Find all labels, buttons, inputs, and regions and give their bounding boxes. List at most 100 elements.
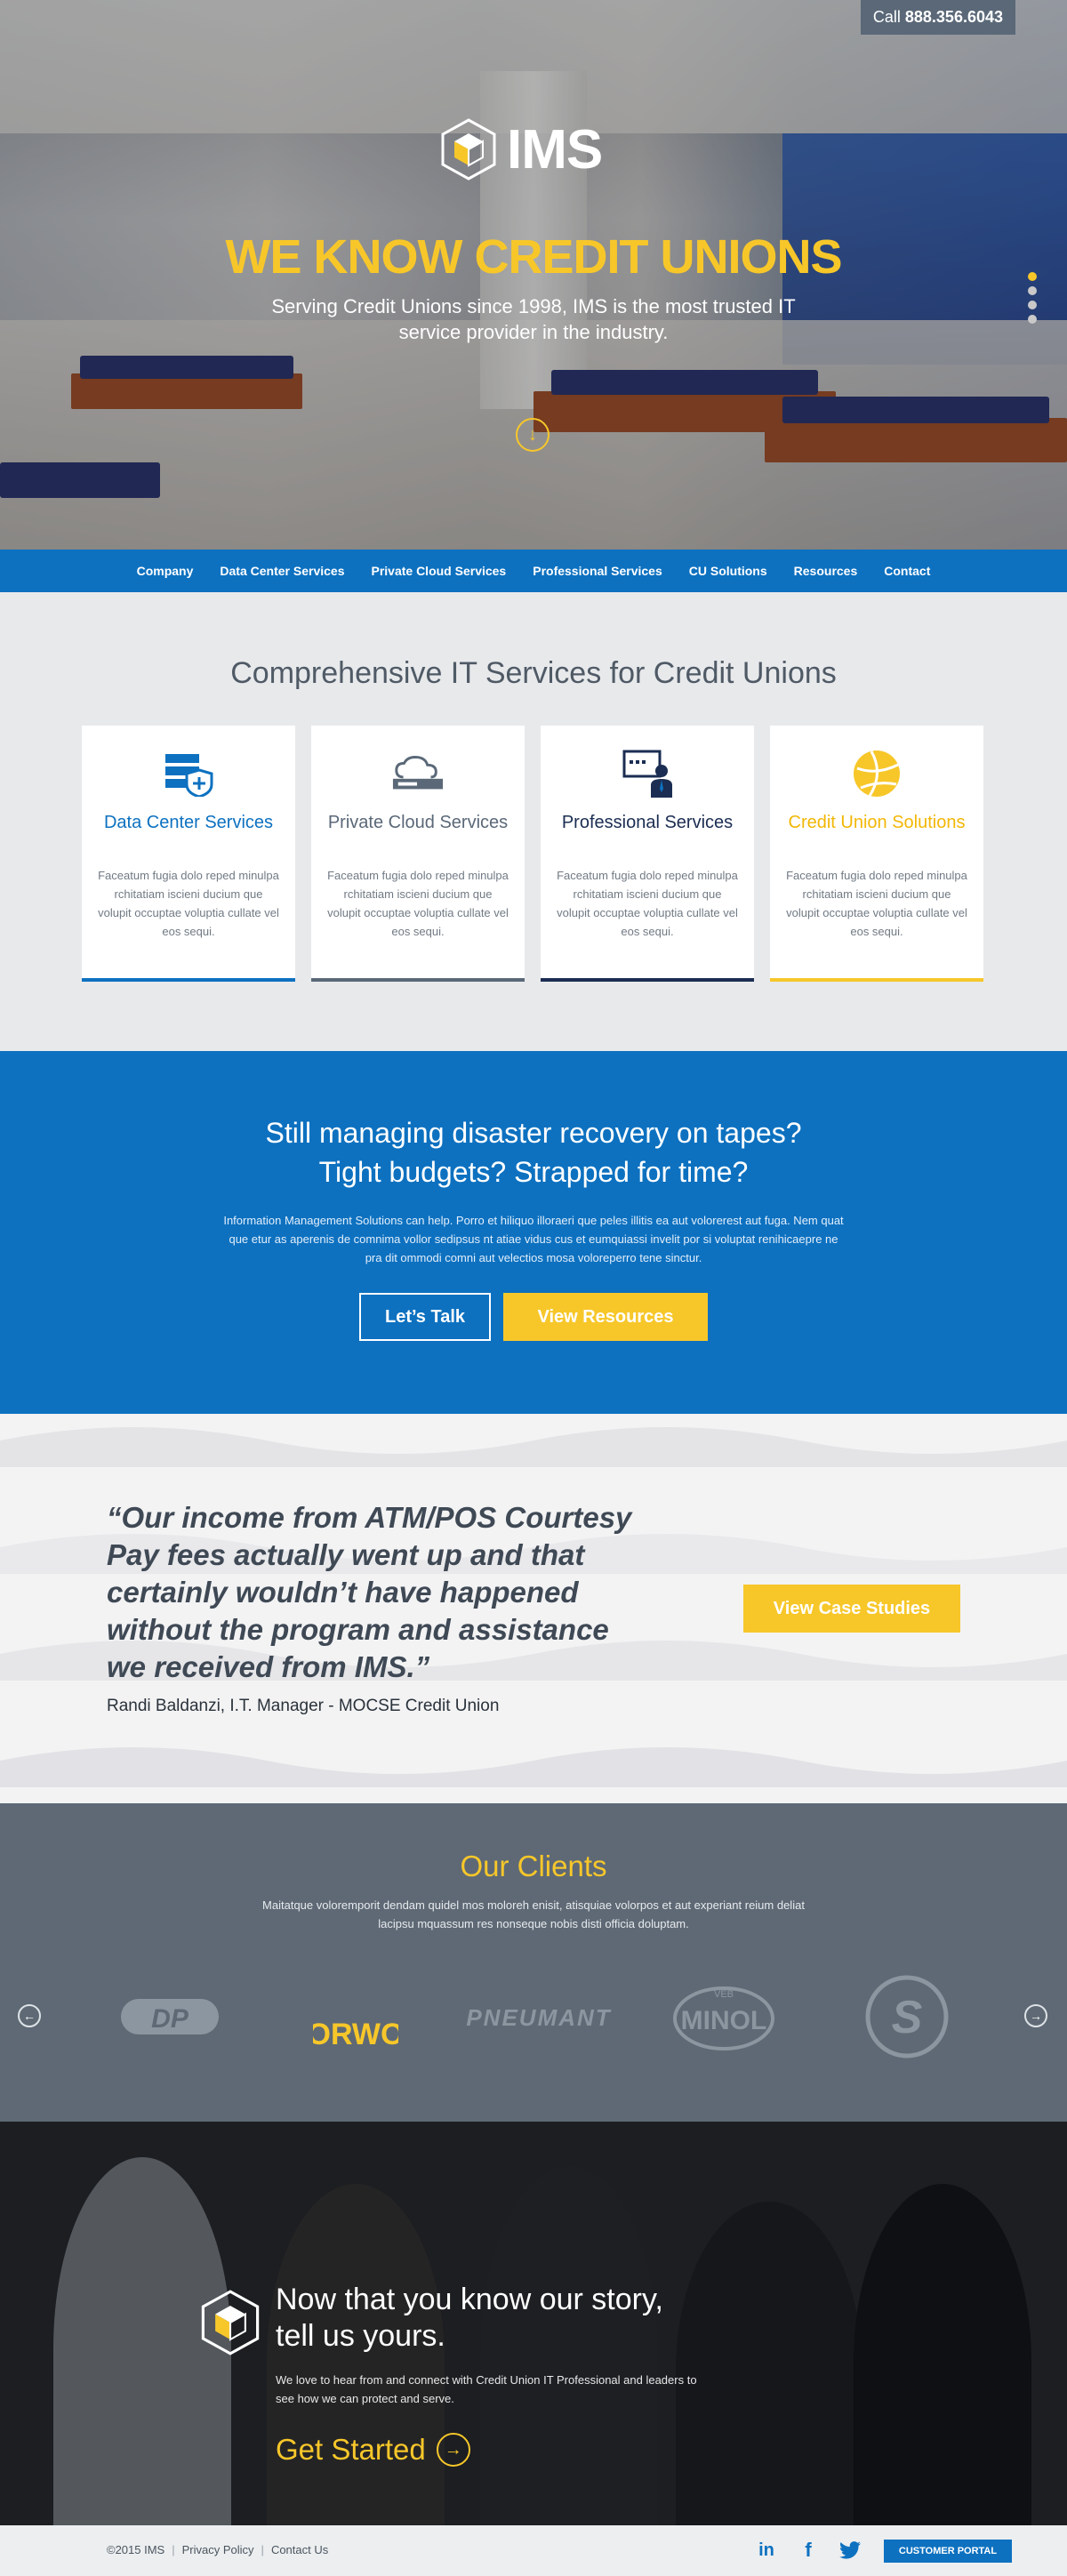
slider-dot[interactable] bbox=[1028, 286, 1037, 295]
testimonial-quote: “Our income from ATM/POS Courtesy Pay fe… bbox=[107, 1501, 632, 1683]
client-logo-text: PNEUMANT bbox=[466, 2004, 611, 2031]
client-logo-text: DP bbox=[151, 2004, 189, 2034]
logo-text: IMS bbox=[507, 118, 603, 181]
cta-title: Still managing disaster recovery on tape… bbox=[0, 1113, 1067, 1192]
copyright: ©2015 IMS bbox=[107, 2543, 165, 2556]
photo-person bbox=[676, 2202, 862, 2525]
photo-person bbox=[267, 2184, 445, 2525]
story-title-line-1: Now that you know our story, bbox=[276, 2283, 663, 2316]
hero-photo-bench bbox=[71, 373, 302, 409]
get-started-label: Get Started bbox=[276, 2433, 426, 2466]
nav-resources[interactable]: Resources bbox=[793, 564, 858, 578]
clients-title: Our Clients bbox=[460, 1850, 607, 1882]
nav-private-cloud-services[interactable]: Private Cloud Services bbox=[371, 564, 507, 578]
client-logo-text: S bbox=[892, 1992, 923, 2043]
hexagon-cube-icon bbox=[441, 118, 496, 181]
clients-body: Maitatque voloremporit dendam quidel mos… bbox=[262, 1898, 805, 1930]
story-body: We love to hear from and connect with Cr… bbox=[276, 2373, 697, 2405]
service-card-bar bbox=[770, 978, 983, 982]
divider: | bbox=[172, 2543, 175, 2556]
client-logo-dp: DP bbox=[114, 1972, 226, 2061]
lets-talk-button[interactable]: Let’s Talk bbox=[359, 1293, 491, 1341]
service-card-bar bbox=[82, 978, 295, 982]
service-card-professional[interactable]: Professional Services Faceatum fugia dol… bbox=[541, 726, 754, 982]
services-title: Comprehensive IT Services for Credit Uni… bbox=[230, 656, 837, 690]
facebook-icon[interactable]: f bbox=[805, 2539, 812, 2561]
story-section: Now that you know our story, tell us you… bbox=[0, 2122, 1067, 2525]
service-card-private-cloud[interactable]: Private Cloud Services Faceatum fugia do… bbox=[311, 726, 525, 982]
ims-logo[interactable]: IMS bbox=[439, 117, 603, 181]
customer-portal-button[interactable]: CUSTOMER PORTAL bbox=[884, 2540, 1012, 2563]
client-logo-small-text: VEB bbox=[714, 1989, 734, 2000]
service-card-title: Credit Union Solutions bbox=[788, 813, 966, 832]
hero-photo-column bbox=[480, 71, 587, 409]
slider-dot[interactable] bbox=[1028, 315, 1037, 324]
arrow-down-circle-icon[interactable]: ↓ bbox=[516, 418, 550, 452]
nav-contact[interactable]: Contact bbox=[884, 564, 931, 578]
call-prefix: Call bbox=[872, 8, 901, 26]
photo-person bbox=[854, 2184, 1031, 2525]
nav-data-center-services[interactable]: Data Center Services bbox=[220, 564, 345, 578]
story-title-line-2: tell us yours. bbox=[276, 2319, 445, 2353]
divider: | bbox=[261, 2543, 264, 2556]
service-card-data-center[interactable]: Data Center Services Faceatum fugia dolo… bbox=[82, 726, 295, 982]
slider-dot[interactable] bbox=[1028, 301, 1037, 309]
hexagon-cube-icon bbox=[199, 2289, 261, 2361]
footer-links: ©2015 IMS | Privacy Policy | Contact Us bbox=[107, 2543, 328, 2556]
wave-pattern bbox=[0, 1747, 1067, 1787]
client-logo-minol: VEB MINOL bbox=[669, 1972, 779, 2061]
clients-section: Our Clients Maitatque voloremporit denda… bbox=[0, 1803, 1067, 2122]
client-logo-orwo: ORWO bbox=[309, 1972, 402, 2061]
arrow-right-circle-icon[interactable]: → bbox=[1024, 2004, 1047, 2027]
client-logo-pneumant: PNEUMANT bbox=[441, 1972, 637, 2061]
hero-photo-seat bbox=[551, 370, 818, 395]
footer: ©2015 IMS | Privacy Policy | Contact Us … bbox=[0, 2525, 1067, 2576]
get-started-link[interactable]: Get Started → bbox=[276, 2433, 470, 2467]
nav-company[interactable]: Company bbox=[136, 564, 194, 578]
service-card-bar bbox=[311, 978, 525, 982]
cta-section: Still managing disaster recovery on tape… bbox=[0, 1051, 1067, 1414]
hero-photo-seat bbox=[80, 356, 293, 379]
hero-section: Call 888.356.6043 IMS WE KNOW CREDIT UNI… bbox=[0, 0, 1067, 550]
contact-us-link[interactable]: Contact Us bbox=[270, 2543, 329, 2556]
slider-dots bbox=[1028, 272, 1037, 324]
nav-cu-solutions[interactable]: CU Solutions bbox=[688, 564, 767, 578]
hero-subline: Serving Credit Unions since 1998, IMS is… bbox=[271, 295, 796, 343]
story-overlay bbox=[0, 2122, 1067, 2525]
cta-title-line-1: Still managing disaster recovery on tape… bbox=[265, 1117, 802, 1149]
client-logo-s: S bbox=[861, 1972, 953, 2061]
nav-professional-services[interactable]: Professional Services bbox=[533, 564, 662, 578]
wave-pattern bbox=[0, 1427, 1067, 1467]
hero-photo-seat bbox=[0, 462, 160, 498]
cta-body: Information Management Solutions can hel… bbox=[223, 1214, 844, 1264]
hero-photo-seat bbox=[782, 397, 1049, 423]
privacy-policy-link[interactable]: Privacy Policy bbox=[181, 2543, 254, 2556]
service-card-credit-union[interactable]: Credit Union Solutions Faceatum fugia do… bbox=[770, 726, 983, 982]
client-logo-text: ORWO bbox=[313, 2018, 398, 2048]
view-resources-button[interactable]: View Resources bbox=[503, 1293, 708, 1341]
view-case-studies-button[interactable]: View Case Studies bbox=[743, 1585, 960, 1633]
presenter-icon bbox=[621, 747, 674, 800]
photo-person bbox=[480, 2166, 658, 2525]
service-card-desc: Faceatum fugia dolo reped minulpa rchita… bbox=[786, 869, 967, 938]
cta-title-line-2: Tight budgets? Strapped for time? bbox=[318, 1156, 749, 1188]
service-card-title: Professional Services bbox=[561, 813, 734, 832]
cloud-server-icon bbox=[391, 747, 445, 800]
story-title: Now that you know our story, tell us you… bbox=[276, 2282, 774, 2355]
call-box[interactable]: Call 888.356.6043 bbox=[860, 0, 1015, 35]
twitter-icon[interactable] bbox=[838, 2538, 862, 2563]
service-card-title: Data Center Services bbox=[103, 813, 274, 832]
service-card-desc: Faceatum fugia dolo reped minulpa rchita… bbox=[98, 869, 279, 938]
service-card-bar bbox=[541, 978, 754, 982]
hero-photo-bench bbox=[765, 418, 1067, 462]
phone-number[interactable]: 888.356.6043 bbox=[904, 8, 1003, 26]
service-card-desc: Faceatum fugia dolo reped minulpa rchita… bbox=[327, 869, 509, 938]
server-shield-icon bbox=[162, 747, 215, 800]
main-nav: Company Data Center Services Private Clo… bbox=[0, 550, 1067, 592]
service-card-desc: Faceatum fugia dolo reped minulpa rchita… bbox=[557, 869, 738, 938]
slider-dot[interactable] bbox=[1028, 272, 1037, 281]
linkedin-icon[interactable]: in bbox=[758, 2540, 774, 2560]
wave-pattern bbox=[0, 1534, 1067, 1574]
arrow-left-circle-icon[interactable]: ← bbox=[18, 2004, 41, 2027]
